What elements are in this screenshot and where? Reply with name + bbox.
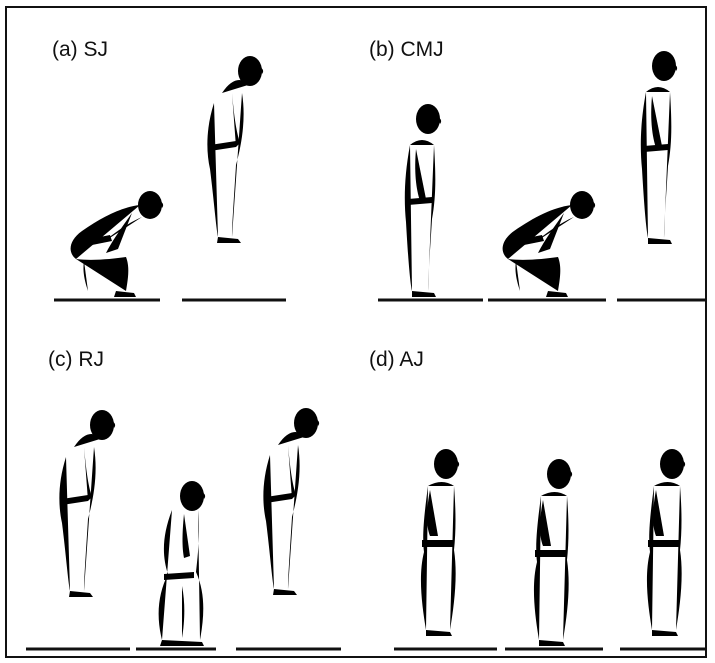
rj-flight-figure	[59, 410, 116, 597]
cmj-squat-figure	[502, 191, 596, 297]
sj-squat-figure	[70, 191, 164, 297]
aj-standing-figure	[646, 449, 686, 636]
aj-standing-figure	[533, 459, 573, 646]
rj-contact-figure	[158, 481, 206, 646]
aj-standing-figure	[420, 449, 460, 636]
cmj-flight-figure	[640, 51, 678, 244]
panel-b-label: (b) CMJ	[369, 38, 444, 61]
panel-c-label: (c) RJ	[48, 348, 104, 371]
figure-frame	[5, 6, 707, 658]
panel-d-label: (d) AJ	[369, 348, 424, 371]
panel-a-label: (a) SJ	[52, 38, 109, 61]
cmj-standing-figure	[404, 104, 442, 297]
sj-flight-figure	[207, 56, 264, 243]
rj-flight-figure	[263, 408, 320, 595]
